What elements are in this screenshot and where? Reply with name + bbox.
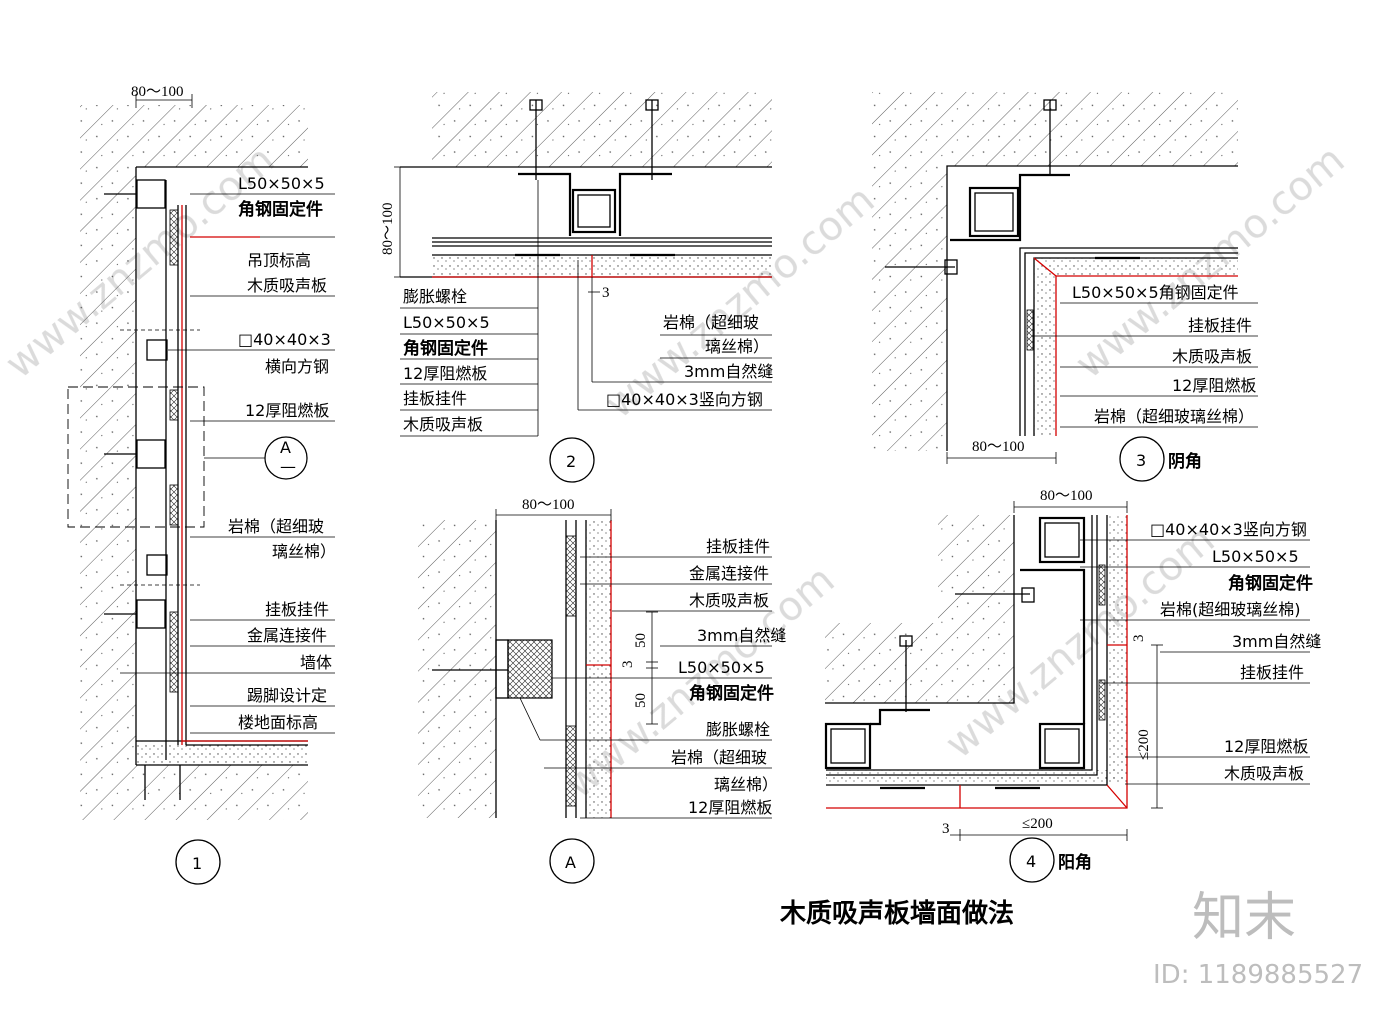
d4-label-angle-fix: 角钢固定件: [1228, 573, 1313, 594]
d4-dim-3b: 3: [1131, 635, 1147, 643]
d3-label-angle: L50×50×5角钢固定件: [1072, 283, 1239, 302]
d4-number-bubble: [1009, 837, 1055, 883]
da-label-rockwool-1: 岩棉（超细玻: [671, 748, 767, 767]
wall-hatch: [80, 105, 136, 820]
d1-label-ceiling-level: 吊顶标高: [247, 251, 311, 270]
d4-dim-right: ≤200: [1136, 729, 1152, 760]
d1-label-wall: 墙体: [300, 653, 332, 672]
d4-dim-3a: 3: [942, 821, 950, 837]
watermark-id: ID: 1189885527: [1153, 960, 1363, 990]
d2-label-angle-fix: 角钢固定件: [403, 338, 488, 359]
d4-dim-top: 80～100: [1040, 488, 1093, 504]
da-label-fire-board: 12厚阻燃板: [688, 798, 772, 817]
d4-dim-bottom: ≤200: [1022, 816, 1053, 832]
callout-a-bubble: [264, 436, 308, 480]
d2-dim-gap: 3: [602, 285, 610, 301]
d3-name: 阴角: [1168, 451, 1202, 472]
d4-label-fire-board: 12厚阻燃板: [1224, 737, 1308, 756]
d1-label-connector: 金属连接件: [247, 626, 327, 645]
d1-dim-top: 80～100: [131, 84, 184, 100]
da-number-bubble: [549, 838, 595, 884]
detail-1: 80～100 L50×50×5 角钢固定件 吊顶标高 木质吸声板 □40×40×…: [67, 84, 336, 885]
d3-label-hanger: 挂板挂件: [1188, 316, 1252, 335]
d3-number-bubble: [1119, 436, 1165, 482]
da-dim-top: 80～100: [522, 497, 575, 513]
d1-label-skirting: 踢脚设计定: [247, 686, 327, 705]
d4-label-wood-panel: 木质吸声板: [1224, 764, 1304, 783]
detail-3: 80～100 L50×50×5角钢固定件 挂板挂件 木质吸声板 12厚阻燃板 岩…: [872, 92, 1258, 482]
da-dim-50a: 50: [633, 633, 649, 648]
d3-label-wood-panel: 木质吸声板: [1172, 347, 1252, 366]
callout-a-sub: —: [280, 457, 296, 476]
d2-label-rockwool-1: 岩棉（超细玻: [663, 313, 759, 332]
d3-label-rockwool: 岩棉（超细玻璃丝棉）: [1094, 407, 1254, 426]
d2-label-bolt: 膨胀螺栓: [403, 287, 467, 306]
callout-a-letter: A: [280, 438, 291, 457]
d2-dim-left: 80～100: [380, 202, 396, 255]
d2-ceiling-hatch: [432, 92, 772, 167]
floor-hatch: [136, 765, 308, 820]
d1-label-hanger: 挂板挂件: [265, 600, 329, 619]
d4-label-vertical-tube: □40×40×3竖向方钢: [1150, 520, 1307, 539]
d4-number: 4: [1026, 852, 1036, 871]
d2-label-angle: L50×50×5: [403, 313, 490, 332]
detail-2: 80～100 3 膨胀螺栓 L50×50×5 角钢固定件 12厚阻燃板 挂板挂件…: [380, 92, 773, 483]
d2-number-bubble: [549, 437, 595, 483]
d1-label-rockwool-2: 璃丝棉）: [272, 542, 336, 561]
d3-dim-bottom: 80～100: [972, 439, 1025, 455]
detail-a: 80～100 50 3 50 挂板挂件 金属连接件 木质吸声板 3mm自然缝 L…: [418, 497, 786, 884]
d1-label-rockwool-1: 岩棉（超细玻: [228, 517, 324, 536]
d3-label-fire-board: 12厚阻燃板: [1172, 376, 1256, 395]
d2-label-hanger: 挂板挂件: [403, 389, 467, 408]
da-dim-50b: 50: [633, 693, 649, 708]
d1-label-fire-board: 12厚阻燃板: [245, 401, 329, 420]
da-label-rockwool-2: 璃丝棉）: [714, 775, 778, 794]
d4-name: 阳角: [1058, 852, 1092, 873]
d3-number: 3: [1136, 451, 1146, 470]
drawing-title: 木质吸声板墙面做法: [779, 899, 1014, 929]
d1-label-angle-fix: 角钢固定件: [238, 199, 323, 220]
d1-label-wood-panel: 木质吸声板: [247, 276, 327, 295]
d2-label-wood-panel: 木质吸声板: [403, 415, 483, 434]
da-label-connector: 金属连接件: [689, 564, 769, 583]
d1-label-square-tube: □40×40×3: [238, 330, 331, 349]
d1-label-floor-level: 楼地面标高: [238, 713, 318, 732]
d1-label-horizontal-tube: 横向方钢: [265, 357, 329, 376]
ceiling-hatch: [136, 105, 308, 167]
d4-label-gap: 3mm自然缝: [1232, 632, 1321, 651]
da-label-gap: 3mm自然缝: [697, 626, 786, 645]
watermark-logo: 知末: [1192, 888, 1296, 948]
d4-label-rockwool: 岩棉(超细玻璃丝棉): [1160, 600, 1301, 619]
d2-label-gap: 3mm自然缝: [684, 362, 773, 381]
da-label-wood-panel: 木质吸声板: [689, 591, 769, 610]
da-number: A: [565, 853, 576, 872]
d4-label-hanger: 挂板挂件: [1240, 663, 1304, 682]
da-label-hanger: 挂板挂件: [706, 537, 770, 556]
da-label-bolt: 膨胀螺栓: [706, 720, 770, 739]
d2-label-rockwool-2: 璃丝棉）: [705, 337, 769, 356]
da-label-angle-fix: 角钢固定件: [689, 683, 774, 704]
d2-label-vertical-tube: □40×40×3竖向方钢: [606, 390, 763, 409]
d2-number: 2: [566, 452, 576, 471]
d1-label-angle: L50×50×5: [238, 174, 325, 193]
detail-4: 80～100 ≤200 3 ≤200 3 □40×40×3竖向方钢 L50×50…: [824, 488, 1321, 883]
d1-number-bubble: [175, 839, 221, 885]
d2-label-fire-board: 12厚阻燃板: [403, 364, 487, 383]
d4-label-angle: L50×50×5: [1212, 547, 1299, 566]
da-dim-3: 3: [620, 661, 636, 669]
da-label-angle: L50×50×5: [678, 658, 765, 677]
d1-number: 1: [192, 854, 202, 873]
